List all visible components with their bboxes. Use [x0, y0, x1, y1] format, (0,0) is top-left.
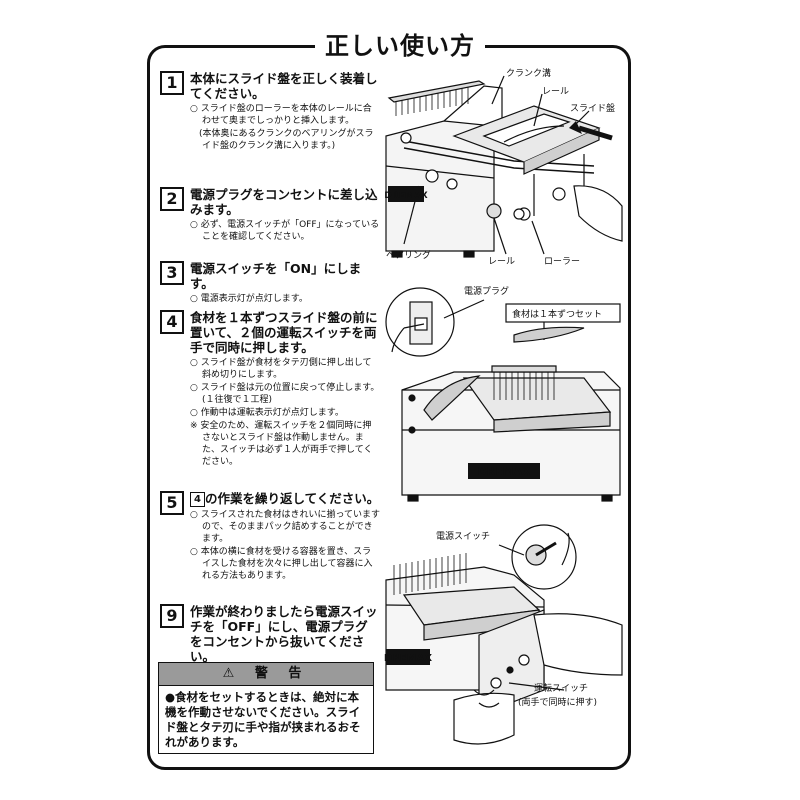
illustration-slide-plate-install: DREMAX クランク溝 レール スライド盤 ベアリング レール ローラー	[384, 67, 623, 267]
step-notes: ○ 必ず、電源スイッチが「OFF」になっていることを確認してください。	[190, 219, 380, 243]
page-title: 正しい使い方	[315, 26, 485, 61]
label-rail: レール	[542, 87, 569, 97]
step-2: 2 電源プラグをコンセントに差し込みます。 ○ 必ず、電源スイッチが「OFF」に…	[160, 187, 380, 244]
label-run-switch-note: (両手で同時に押す)	[518, 696, 597, 708]
label-rail-bottom: レール	[488, 257, 515, 267]
step-note: ○ スライド盤は元の位置に戻って停止します。(１往復で１工程)	[190, 383, 380, 405]
step-number: 3	[160, 261, 184, 285]
step-note: ○ 電源表示灯が点灯します。	[190, 294, 308, 304]
label-bearing: ベアリング	[386, 249, 431, 261]
brand-logo: DREMAX	[477, 465, 531, 478]
step-4: 4 食材を１本ずつスライド盤の前に置いて、２個の運転スイッチを両手で同時に押しま…	[160, 310, 380, 469]
warning-triangle-icon: ⚠	[222, 666, 243, 681]
step-note: ○ 作動中は運転表示灯が点灯します。	[190, 408, 344, 418]
step-notes: ○ スライド盤が食材をタテ刃側に押し出して斜め切りにします。 ○ スライド盤は元…	[190, 357, 380, 468]
label-food-note: 食材は１本ずつセット	[512, 308, 602, 320]
step-heading: 食材を１本ずつスライド盤の前に置いて、２個の運転スイッチを両手で同時に押します。	[190, 310, 378, 355]
step-heading: 作業が終わりましたら電源スイッチを「OFF」にし、電源プラグをコンセントから抜い…	[190, 604, 378, 664]
step-number: 2	[160, 187, 184, 211]
step-number: 5	[160, 491, 184, 515]
warning-title: 警 告	[254, 666, 310, 681]
step-heading-text: の作業を繰り返してください。	[205, 491, 380, 506]
label-run-switch: 運転スイッチ	[534, 683, 588, 694]
brand-logo: DREMAX	[384, 653, 432, 664]
label-power-plug: 電源プラグ	[464, 285, 509, 297]
step-note: ○ 本体の横に食材を受ける容器を置き、スライスした食材を次々に押し出して容器に入…	[190, 547, 373, 581]
step-notes: ○ 電源表示灯が点灯します。	[190, 293, 380, 305]
step-heading: 電源スイッチを「ON」にします。	[190, 261, 362, 291]
step-9: 9 作業が終わりましたら電源スイッチを「OFF」にし、電源プラグをコンセントから…	[160, 604, 380, 664]
step-number: 9	[160, 604, 184, 628]
label-roller: ローラー	[544, 256, 580, 267]
step-number: 1	[160, 71, 184, 95]
step-notes: ○ スライスされた食材はきれいに揃っていますので、そのままパック詰めすることがで…	[190, 509, 380, 582]
page-title-wrap: 正しい使い方	[0, 26, 800, 61]
label-crank-groove: クランク溝	[506, 67, 551, 79]
step-notes: ○ スライド盤のローラーを本体のレールに合わせて奥までしっかりと挿入します。 (…	[190, 103, 380, 152]
step-note: ○ スライスされた食材はきれいに揃っていますので、そのままパック詰めすることがで…	[190, 510, 380, 544]
step-reference-number: 4	[190, 492, 205, 507]
step-3: 3 電源スイッチを「ON」にします。 ○ 電源表示灯が点灯します。	[160, 261, 380, 306]
warning-box: ⚠ 警 告 ●食材をセットするときは、絶対に本機を作動させないでください。スライ…	[158, 662, 374, 754]
brand-logo: DREMAX	[384, 191, 427, 201]
step-note: (本体奥にあるクランクのベアリングがスライド盤のクランク溝に入ります。)	[190, 129, 374, 151]
step-note: ※ 安全のため、運転スイッチを２個同時に押さないとスライド盤は作動しません。また…	[190, 421, 373, 467]
step-1: 1 本体にスライド盤を正しく装着してください。 ○ スライド盤のローラーを本体の…	[160, 71, 380, 153]
step-number: 4	[160, 310, 184, 334]
warning-header: ⚠ 警 告	[159, 663, 373, 686]
step-note: ○ スライド盤のローラーを本体のレールに合わせて奥までしっかりと挿入します。	[190, 104, 372, 126]
label-power-switch: 電源スイッチ	[436, 531, 490, 542]
step-heading: 電源プラグをコンセントに差し込みます。	[190, 187, 378, 217]
step-heading: 本体にスライド盤を正しく装着してください。	[190, 71, 378, 101]
step-note: ○ 必ず、電源スイッチが「OFF」になっていることを確認してください。	[190, 220, 380, 242]
illustration-switch-operation: DREMAX 電源スイッチ 運転スイッチ (両手で同時に押す)	[384, 524, 623, 745]
label-slide-plate: スライド盤	[570, 102, 615, 114]
illustration-plug-food-setup: DREMAX 電源プラグ 食材は１本ずつセット	[385, 285, 621, 502]
warning-text: ●食材をセットするときは、絶対に本機を作動させないでください。スライド盤とタテ刃…	[165, 690, 361, 749]
step-note: ○ スライド盤が食材をタテ刃側に押し出して斜め切りにします。	[190, 358, 372, 380]
